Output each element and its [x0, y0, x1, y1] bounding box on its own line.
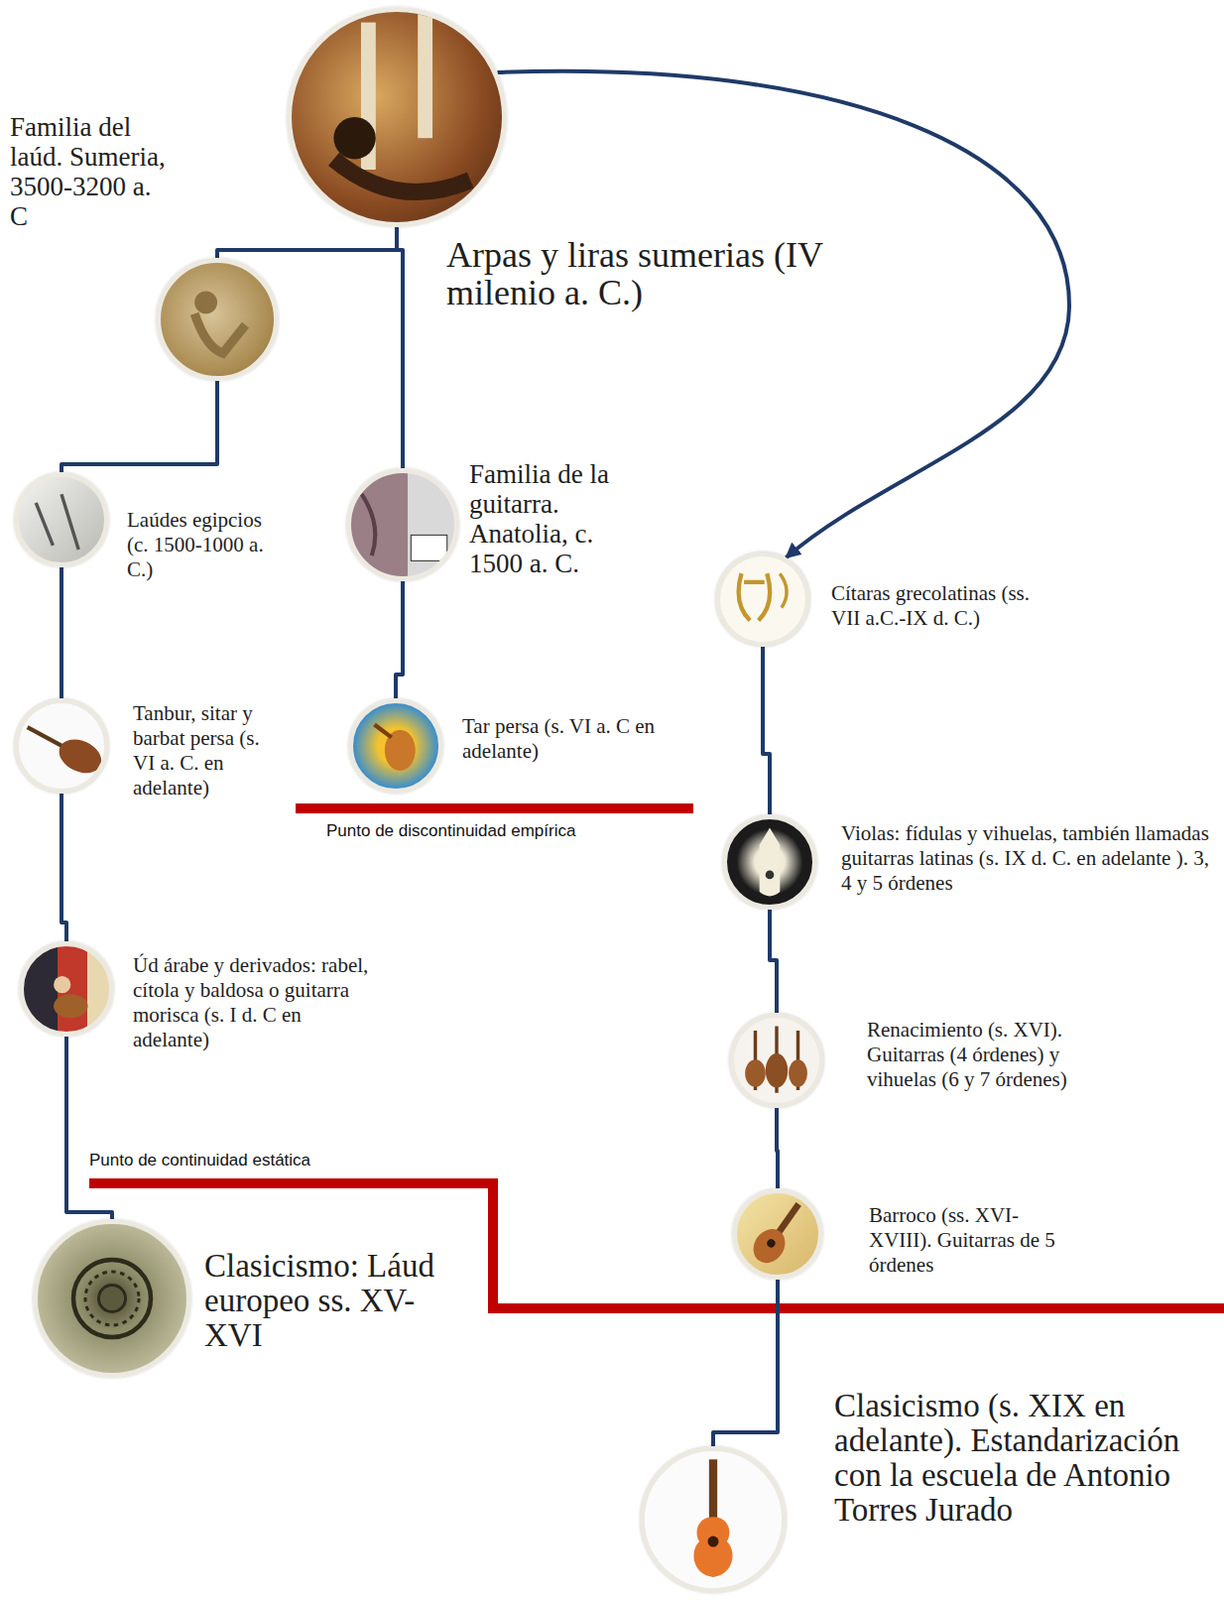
photo-shape: [333, 117, 375, 159]
connector: [396, 227, 403, 469]
photo-shape: [73, 1259, 151, 1338]
connector: [66, 1036, 113, 1220]
photo-shape: [759, 828, 781, 897]
timeline-node: Familia de la guitarra. Anatolia, c. 150…: [346, 459, 653, 582]
photo-shape: [765, 870, 775, 880]
photo-illustration: [291, 11, 502, 223]
photo-shape: [779, 573, 787, 608]
instrument-photo: [346, 468, 460, 582]
connector: [217, 227, 397, 258]
photo-shape: [333, 158, 471, 192]
timeline-node: Arpas y liras sumerias (IV milenio a. C.…: [286, 6, 863, 312]
annotation: Punto de discontinuidad empírica: [326, 821, 576, 842]
instrument-photo: [286, 6, 507, 228]
photo-shape: [99, 1285, 126, 1313]
instrument-photo: [13, 698, 110, 794]
timeline-node: Familia del laúd. Sumeria, 3500-3200 a. …: [9, 112, 279, 381]
photo-shape: [53, 993, 88, 1018]
connector: [776, 1107, 778, 1189]
photo-shape: [53, 733, 105, 780]
photo-illustration: [18, 477, 105, 563]
photo-shape: [410, 534, 447, 561]
photo-shape: [746, 1195, 811, 1269]
node-label: Cítaras grecolatinas (ss. VII a.C.-IX d.…: [831, 581, 1055, 631]
photo-shape: [374, 725, 392, 738]
timeline-node: Tanbur, sitar y barbat persa (s. VI a. C…: [13, 698, 282, 801]
photo-shape: [765, 1053, 788, 1088]
node-label: Familia de la guitarra. Anatolia, c. 150…: [469, 459, 653, 579]
photo-illustration: [727, 819, 813, 905]
photo-illustration: [160, 262, 274, 376]
timeline-node: Cítaras grecolatinas (ss. VII a.C.-IX d.…: [715, 551, 1055, 647]
annotation-label: Punto de continuidad estática: [89, 1150, 311, 1171]
photo-illustration: [37, 1224, 187, 1373]
photo-shape: [693, 1516, 733, 1578]
photo-shape: [774, 1202, 802, 1236]
instrument-photo: [348, 698, 444, 794]
timeline-node: Tar persa (s. VI a. C en adelante): [348, 698, 656, 794]
connector: [61, 793, 67, 942]
photo-shape: [765, 1237, 777, 1249]
instrument-photo: [639, 1446, 787, 1593]
photo-illustration: [644, 1451, 782, 1589]
photo-shape: [361, 493, 375, 556]
red-divider: [295, 803, 694, 814]
instrument-photo: [13, 472, 110, 568]
connector: [395, 581, 403, 699]
annotation-label: Punto de discontinuidad empírica: [326, 821, 576, 842]
node-label: Laúdes egipcios (c. 1500-1000 a. C.): [126, 507, 266, 583]
instrument-photo: [155, 257, 279, 381]
photo-shape: [744, 1059, 766, 1088]
photo-shape: [194, 313, 245, 354]
node-label: Clasicismo (s. XIX en adelante). Estanda…: [834, 1388, 1192, 1528]
node-label: Tanbur, sitar y barbat persa (s. VI a. C…: [132, 701, 282, 801]
node-label: Barroco (ss. XVI-XVIII). Guitarras de 5 …: [868, 1203, 1068, 1278]
photo-shape: [35, 493, 79, 550]
timeline-node: Clasicismo: Láud europeo ss. XV-XVI: [32, 1219, 443, 1378]
photo-shape: [709, 1459, 718, 1521]
photo-illustration: [720, 556, 806, 642]
photo-illustration: [18, 703, 105, 789]
instrument-photo: [18, 941, 115, 1037]
photo-illustration: [353, 703, 439, 789]
photo-shape: [53, 976, 71, 993]
instrument-photo: [732, 1188, 824, 1280]
connector: [762, 646, 770, 815]
timeline-node: Violas: fídulas y vihuelas, también llam…: [722, 814, 1213, 910]
node-label: Tar persa (s. VI a. C en adelante): [462, 714, 656, 764]
timeline-node: Renacimiento (s. XVI). Guitarras (4 órde…: [729, 1012, 1071, 1108]
photo-illustration: [351, 473, 455, 577]
instrument-photo: [32, 1219, 192, 1378]
instrument-photo: [715, 551, 811, 647]
photo-illustration: [736, 1193, 819, 1275]
node-label: Clasicismo: Láud europeo ss. XV-XVI: [204, 1248, 443, 1353]
connector: [713, 1279, 778, 1447]
timeline-node: Úd árabe y derivados: rabel, cítola y ba…: [18, 941, 381, 1053]
timeline-node: Barroco (ss. XVI-XVIII). Guitarras de 5 …: [732, 1188, 1068, 1280]
connector: [769, 909, 777, 1013]
photo-shape: [746, 1223, 792, 1269]
photo-shape: [738, 573, 771, 620]
annotation: Punto de continuidad estática: [89, 1150, 311, 1171]
connector-group: [61, 71, 1070, 1447]
connector: [61, 380, 218, 473]
photo-illustration: [23, 946, 110, 1032]
photo-shape: [707, 1536, 719, 1548]
timeline-node: Clasicismo (s. XIX en adelante). Estanda…: [639, 1388, 1192, 1593]
instrument-photo: [722, 814, 818, 910]
photo-shape: [194, 291, 218, 315]
photo-shape: [417, 11, 433, 138]
node-label: Arpas y liras sumerias (IV milenio a. C.…: [446, 236, 863, 312]
connector: [59, 567, 64, 699]
node-label: Violas: fídulas y vihuelas, también llam…: [841, 821, 1213, 896]
timeline-node: Laúdes egipcios (c. 1500-1000 a. C.): [13, 472, 266, 583]
photo-illustration: [734, 1017, 820, 1103]
node-label: Familia del laúd. Sumeria, 3500-3200 a. …: [9, 112, 174, 232]
node-label: Renacimiento (s. XVI). Guitarras (4 órde…: [866, 1017, 1071, 1093]
photo-shape: [788, 1059, 808, 1088]
photo-shape: [85, 1271, 139, 1326]
instrument-photo: [729, 1012, 825, 1108]
node-label: Úd árabe y derivados: rabel, cítola y ba…: [132, 953, 381, 1053]
